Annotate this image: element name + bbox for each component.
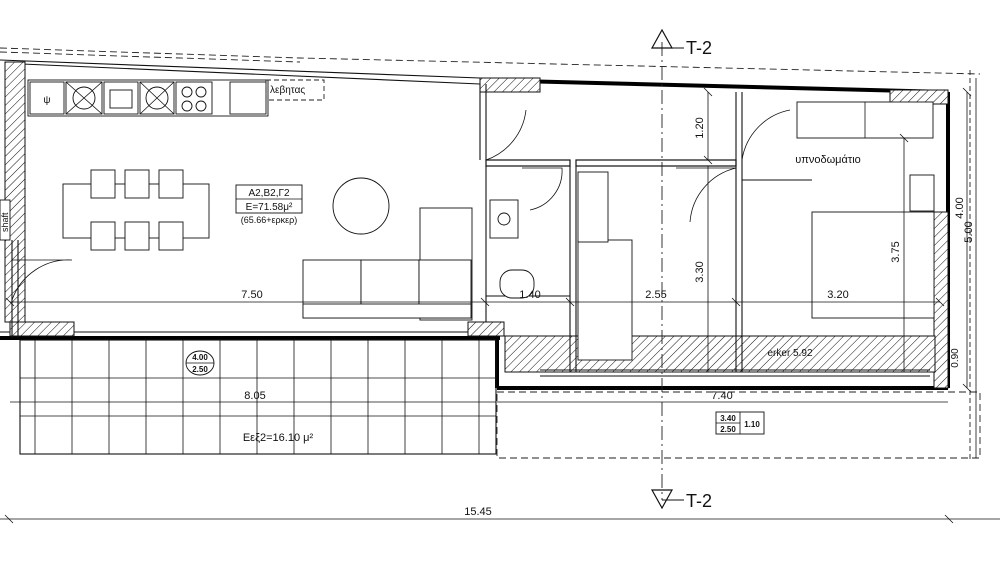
dim-side-outer: 5.00 (963, 221, 975, 242)
dim-small-side: 0.90 (950, 348, 961, 368)
dimension-labels: 7.50 1.40 2.55 3.20 1.20 3.30 3.75 4.00 … (241, 117, 975, 518)
sofa (302, 207, 473, 321)
living-room-area: Ε=71.58μ² (246, 202, 293, 213)
wall-hatch-bl (9, 321, 75, 337)
property-boundary-top-inner (0, 51, 301, 63)
left-wall-hatch (4, 61, 26, 323)
wall-hatch-mid (467, 321, 505, 337)
exterior-walls (0, 59, 950, 390)
erker-windows: erker 5.92 (540, 348, 930, 377)
front-balcony-area: Εεξ2=16.10 μ² (243, 432, 314, 444)
dim-bath-width: 1.40 (519, 289, 540, 301)
dim-bedroom-depth: 3.75 (890, 241, 902, 262)
dim-living-width: 7.50 (241, 289, 262, 301)
coffee-table (332, 177, 390, 235)
bathroom-fixtures (489, 199, 535, 299)
living-room-code: Α2,Β2,Γ2 (248, 188, 290, 199)
section-cut-line: T-2 T-2 (650, 28, 712, 511)
erker-label: erker 5.92 (767, 348, 812, 359)
hall-cabinet (577, 171, 609, 243)
rear-tag-side: 1.10 (744, 420, 760, 429)
shaft-box (0, 199, 11, 241)
dim-hall-width: 2.55 (645, 289, 666, 301)
section-marker-bottom: T-2 (686, 491, 712, 511)
living-room-tag: Α2,Β2,Γ2 Ε=71.58μ² (65.66+ερκερ) (235, 184, 303, 225)
kitchen-counter: ψ λεβητας (27, 79, 325, 117)
rear-tag-top: 3.40 (720, 414, 736, 423)
rear-balcony-tag: 3.40 2.50 1.10 (715, 411, 765, 435)
property-boundary-top (0, 47, 981, 75)
erker-hatch (504, 335, 936, 373)
dim-hall-height: 3.30 (694, 261, 706, 282)
boiler-label: λεβητας (270, 85, 305, 96)
section-marker-top: T-2 (686, 38, 712, 58)
right-wall-hatch (933, 211, 949, 389)
dim-hall-depth: 1.20 (694, 117, 706, 138)
dim-balcony-width: 8.05 (244, 390, 265, 402)
bedroom-label: υπνοδωμάτιο (795, 154, 861, 166)
shaft-label: shaft (0, 212, 10, 232)
front-balcony-tag-top: 4.00 (192, 353, 208, 362)
sink-label: ψ (43, 95, 50, 106)
front-balcony: 4.00 2.50 Εεξ2=16.10 μ² (19, 339, 497, 455)
dim-rear-width: 7.40 (711, 390, 732, 402)
dimension-lines (0, 78, 1000, 524)
hall-wardrobe (577, 239, 633, 361)
dining-set (62, 169, 210, 251)
dim-side-inner: 4.00 (954, 197, 966, 218)
dim-total-width: 15.45 (464, 506, 492, 518)
interior-walls (479, 84, 812, 372)
dim-bedroom-width: 3.20 (827, 289, 848, 301)
bedroom-furniture: υπνοδωμάτιο (795, 101, 935, 319)
rear-tag-bottom: 2.50 (720, 425, 736, 434)
wall-hatch-top (479, 77, 541, 93)
front-balcony-tag-bottom: 2.50 (192, 365, 208, 374)
living-room-area-note: (65.66+ερκερ) (241, 215, 298, 225)
